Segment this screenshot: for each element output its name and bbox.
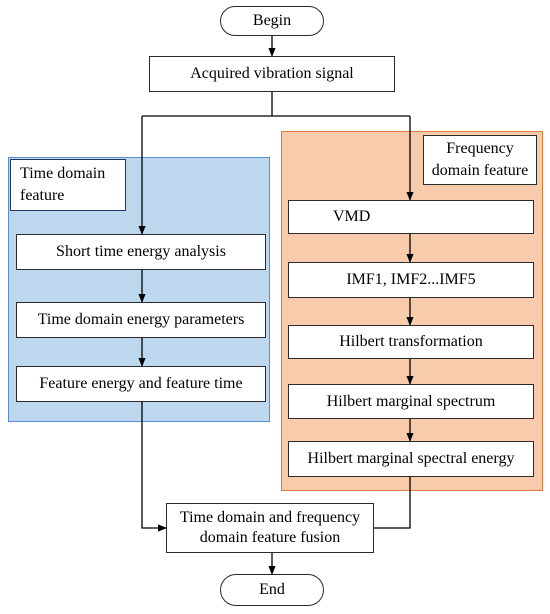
arrow-energy-to-fusion	[374, 477, 411, 529]
time-domain-label-line1: Time domain	[20, 165, 106, 182]
begin-node: Begin	[220, 6, 324, 36]
feature-fusion-node: Time domain and frequency domain feature…	[166, 503, 374, 553]
time-domain-label: Time domain feature	[10, 159, 126, 211]
frequency-domain-label: Frequency domain feature	[423, 135, 537, 185]
feature-fusion-line1: Time domain and frequency	[179, 509, 361, 526]
time-domain-parameters-node: Time domain energy parameters	[16, 302, 266, 338]
feature-fusion-line2: domain feature fusion	[199, 529, 341, 546]
acquired-signal-node: Acquired vibration signal	[149, 56, 395, 92]
split-line	[142, 92, 410, 117]
feature-energy-time-node: Feature energy and feature time	[16, 366, 266, 402]
frequency-domain-region	[281, 131, 543, 491]
hilbert-spectral-energy-node: Hilbert marginal spectral energy	[288, 441, 534, 477]
end-node: End	[220, 574, 324, 606]
hilbert-marginal-spectrum-node: Hilbert marginal spectrum	[288, 384, 534, 419]
arrow-feature-to-fusion	[141, 402, 167, 532]
frequency-domain-label-line1: Frequency	[446, 140, 514, 157]
hilbert-transformation-node: Hilbert transformation	[288, 325, 534, 359]
time-domain-label-line2: feature	[20, 187, 65, 204]
short-time-energy-node: Short time energy analysis	[16, 234, 266, 270]
frequency-domain-label-line2: domain feature	[431, 162, 529, 179]
vmd-node: VMD	[288, 200, 534, 234]
imf-node: IMF1, IMF2...IMF5	[288, 262, 534, 298]
